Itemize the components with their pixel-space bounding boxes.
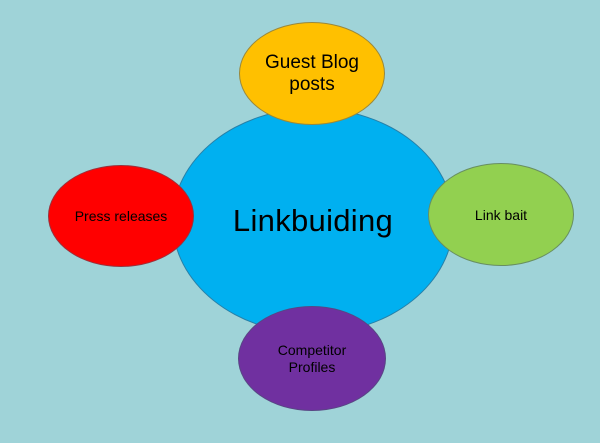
link-bait-label: Link bait (474, 206, 528, 223)
competitor-profiles-circle: Competitor Profiles (238, 306, 386, 411)
linkbuilding-center-circle: Linkbuiding (172, 108, 454, 334)
center-label: Linkbuiding (232, 203, 394, 238)
guest-blog-posts-circle: Guest Blog posts (239, 22, 385, 125)
press-releases-circle: Press releases (48, 165, 194, 267)
competitor-profiles-label: Competitor Profiles (277, 341, 347, 375)
link-bait-circle: Link bait (428, 163, 574, 266)
press-releases-label: Press releases (74, 207, 168, 224)
guest-blog-posts-label: Guest Blog posts (265, 51, 359, 95)
